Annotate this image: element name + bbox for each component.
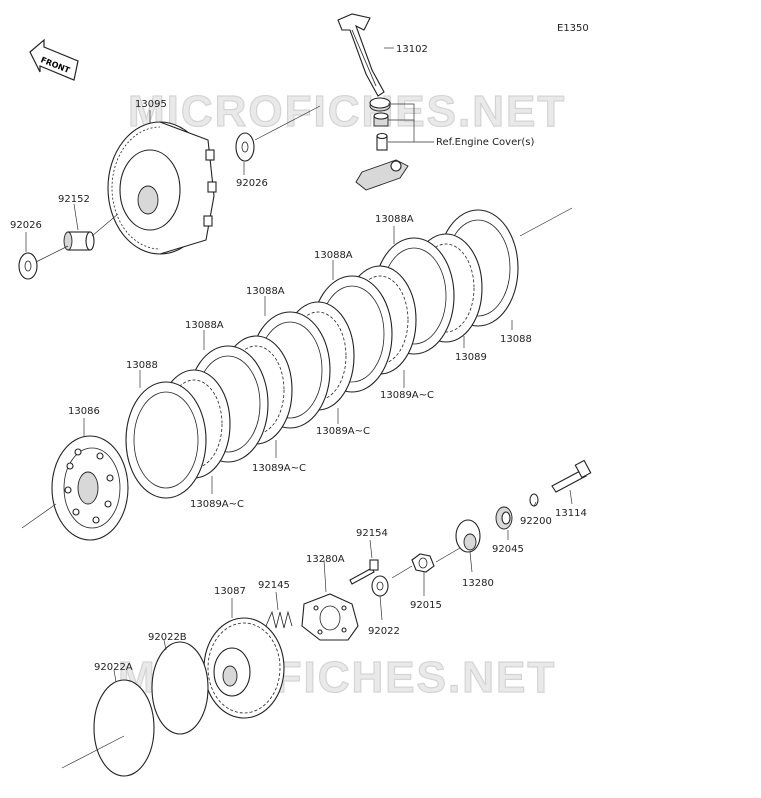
label-92022: 92022 [368, 626, 400, 637]
label-13280: 13280 [462, 578, 494, 589]
pressure-plate [51, 435, 129, 541]
lifter-13280 [455, 519, 481, 553]
ring-92022b [151, 641, 209, 735]
clutch-housing [107, 121, 217, 255]
label-13114: 13114 [555, 508, 587, 519]
label-92026-left: 92026 [10, 220, 42, 231]
label-ref-engine-cover: Ref.Engine Cover(s) [436, 137, 534, 148]
bearing-92045 [495, 506, 513, 530]
front-arrow-icon: FRONT [29, 38, 79, 81]
label-13280a: 13280A [306, 554, 345, 565]
bolt-92154 [349, 559, 379, 585]
label-92200: 92200 [520, 516, 552, 527]
sleeve-92152 [63, 231, 95, 251]
label-13088-1: 13088 [126, 360, 158, 371]
label-92022b: 92022B [148, 632, 187, 643]
label-13089ac-1: 13089A~C [190, 499, 244, 510]
label-13089: 13089 [455, 352, 487, 363]
ring-92022a [93, 679, 155, 777]
label-13102: 13102 [396, 44, 428, 55]
clutch-hub [203, 617, 285, 719]
bearing-upper [369, 97, 391, 112]
label-13086: 13086 [68, 406, 100, 417]
label-13095: 13095 [135, 99, 167, 110]
label-13087: 13087 [214, 586, 246, 597]
label-92154: 92154 [356, 528, 388, 539]
label-13088a-4: 13088A [375, 214, 414, 225]
label-92026-upper: 92026 [236, 178, 268, 189]
washer-92200 [529, 493, 539, 507]
label-13088a-3: 13088A [314, 250, 353, 261]
label-13088-2: 13088 [500, 334, 532, 345]
label-13089ac-2: 13089A~C [252, 463, 306, 474]
bearing-lower [373, 112, 389, 127]
bushing [376, 132, 388, 151]
lever-arm [355, 159, 409, 191]
label-92022a: 92022A [94, 662, 133, 673]
diagram-code: E1350 [557, 23, 589, 34]
pushrod-13114 [551, 459, 592, 493]
washer-92026-upper [235, 132, 255, 162]
label-92152: 92152 [58, 194, 90, 205]
label-13088a-2: 13088A [246, 286, 285, 297]
release-shaft [337, 13, 385, 97]
plate-13280a [301, 593, 359, 641]
label-92145: 92145 [258, 580, 290, 591]
spring-92145 [265, 610, 293, 629]
label-92045: 92045 [492, 544, 524, 555]
label-13089ac-4: 13089A~C [380, 390, 434, 401]
label-13088a-1: 13088A [185, 320, 224, 331]
plate-stack [125, 209, 519, 499]
washer-92026-left [18, 252, 38, 280]
label-92015: 92015 [410, 600, 442, 611]
washer-92022 [371, 575, 389, 597]
label-13089ac-3: 13089A~C [316, 426, 370, 437]
nut-92015 [411, 553, 435, 573]
watermark-top: MICROFICHES.NET [128, 87, 566, 136]
